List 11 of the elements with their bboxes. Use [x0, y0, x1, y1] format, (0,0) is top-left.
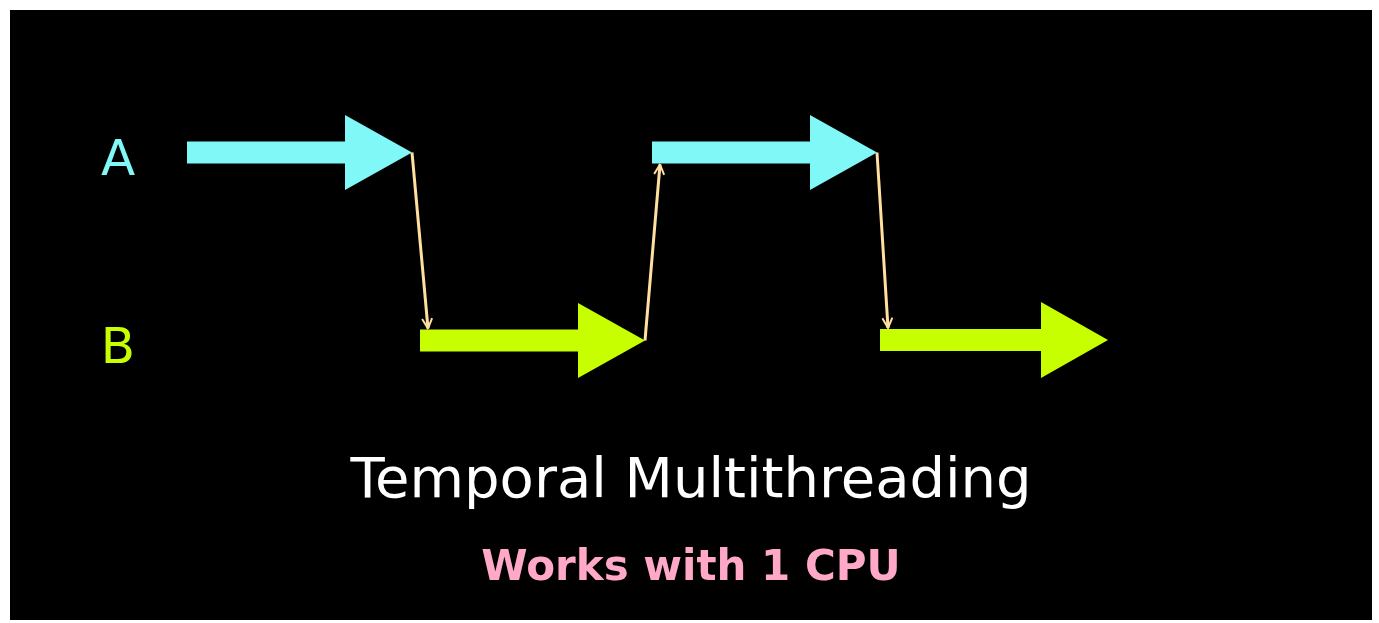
thread-name: A	[100, 133, 136, 183]
caption: Works with 1 CPU	[481, 541, 901, 590]
block-arrow	[880, 302, 1108, 378]
block-arrow	[420, 303, 645, 378]
block-arrow	[652, 115, 877, 190]
switch-arrow	[643, 163, 666, 341]
block-arrow	[187, 115, 412, 190]
title: Temporal Multithreading	[350, 445, 1032, 510]
switch-arrow	[875, 152, 894, 329]
thread-name: B	[100, 321, 136, 371]
switch-arrow	[410, 152, 434, 330]
